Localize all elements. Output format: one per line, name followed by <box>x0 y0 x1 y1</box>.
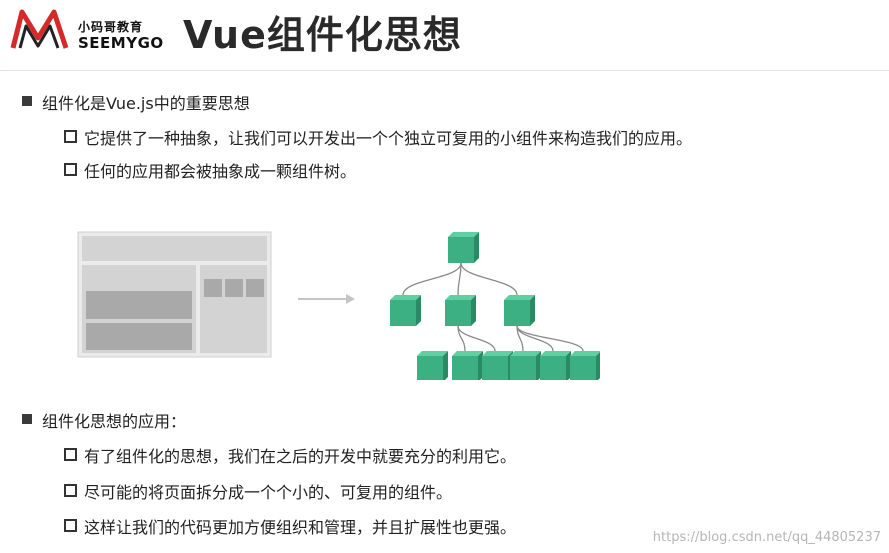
header-divider <box>0 70 889 71</box>
bullet-text: 组件化是Vue.js中的重要思想 <box>42 94 250 113</box>
wireframe-widget <box>246 279 264 297</box>
arrow-right-icon <box>298 294 355 304</box>
component-block-icon <box>482 351 513 382</box>
logo-text-en: SEEMYGO <box>78 34 164 52</box>
sub-bullet-text: 有了组件化的思想，我们在之后的开发中就要充分的利用它。 <box>84 447 517 466</box>
tree-connectors <box>402 262 584 352</box>
logo-text-cn: 小码哥教育 <box>78 20 144 34</box>
wireframe-block <box>86 291 192 319</box>
slide-title: Vue组件化思想 <box>183 13 462 57</box>
component-tree-diagram <box>60 215 601 382</box>
logo: 小码哥教育 SEEMYGO <box>10 6 170 56</box>
logo-m-icon <box>10 9 69 49</box>
component-block-icon <box>452 351 483 382</box>
hollow-square-bullet-icon <box>64 448 77 461</box>
component-block-icon <box>570 351 601 382</box>
component-block-icon <box>390 295 421 326</box>
tree-nodes <box>390 232 601 382</box>
watermark: https://blog.csdn.net/qq_44805237 <box>652 530 881 545</box>
sub-bullet-text: 任何的应用都会被抽象成一颗组件树。 <box>84 162 357 181</box>
component-block-icon <box>445 295 476 326</box>
component-block-icon <box>540 351 571 382</box>
sub-bullet-text: 尽可能的将页面拆分成一个个小的、可复用的组件。 <box>84 483 453 502</box>
component-block-icon <box>504 295 535 326</box>
hollow-square-bullet-icon <box>64 484 77 497</box>
sub-bullet-text: 这样让我们的代码更加方便组织和管理，并且扩展性也更强。 <box>84 518 517 537</box>
tree-connector-line <box>460 262 518 296</box>
page-wireframe <box>77 231 272 358</box>
wireframe-header <box>82 236 267 261</box>
component-block-icon <box>448 232 479 263</box>
diagram-canvas <box>77 231 601 382</box>
component-block-icon <box>510 351 541 382</box>
filled-square-bullet-icon <box>22 96 32 106</box>
hollow-square-bullet-icon <box>64 130 77 143</box>
filled-square-bullet-icon <box>22 414 32 424</box>
tree-connector-line <box>457 325 496 352</box>
hollow-square-bullet-icon <box>64 519 77 532</box>
slide-header: 小码哥教育 SEEMYGO Vue组件化思想 <box>0 0 889 70</box>
bullet-text: 组件化思想的应用： <box>42 412 187 431</box>
tree-connector-line <box>402 262 462 296</box>
wireframe-block <box>86 323 192 350</box>
hollow-square-bullet-icon <box>64 163 77 176</box>
wireframe-sidebar <box>200 265 267 353</box>
component-block-icon <box>417 351 448 382</box>
tree-connector-line <box>516 325 584 352</box>
wireframe-widget <box>204 279 222 297</box>
sub-bullet-text: 它提供了一种抽象，让我们可以开发出一个个独立可复用的小组件来构造我们的应用。 <box>84 129 693 148</box>
tree-connector-line <box>457 262 462 296</box>
wireframe-widget <box>225 279 243 297</box>
